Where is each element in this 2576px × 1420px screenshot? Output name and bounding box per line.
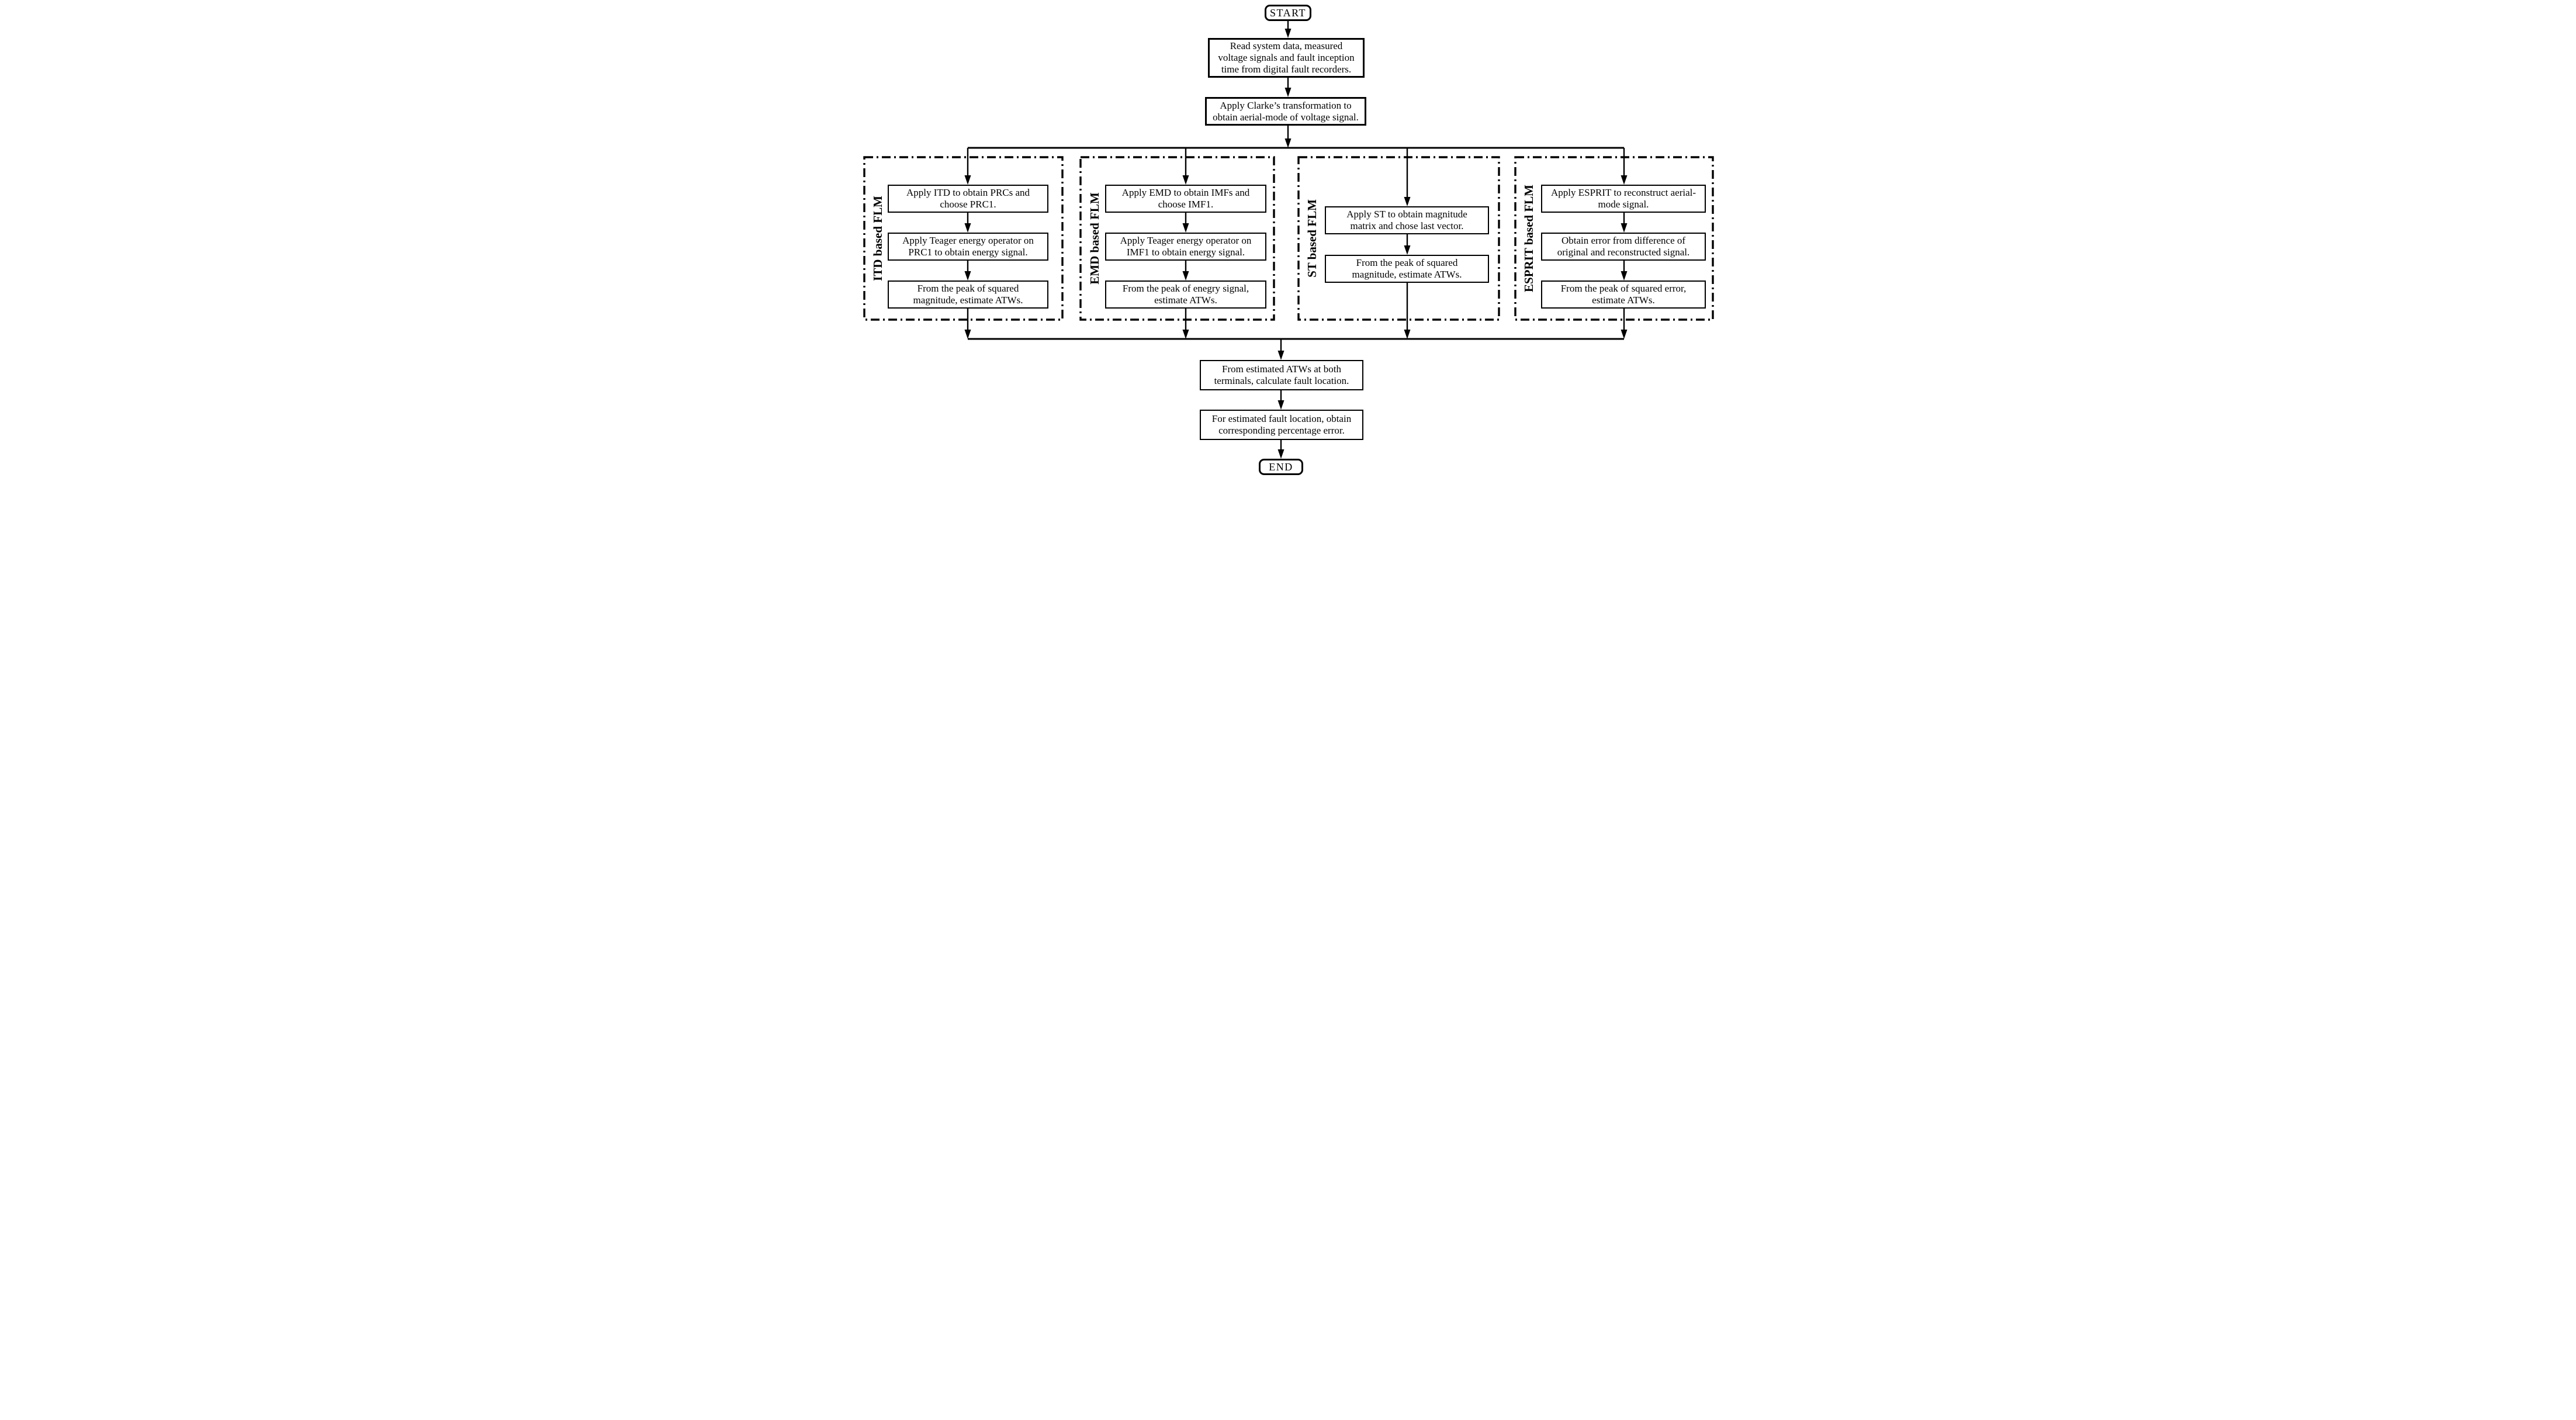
arrow-esprit-2-3 xyxy=(1621,261,1628,280)
emd-box-2: Apply Teager energy operator on IMF1 to … xyxy=(1105,233,1266,261)
arrow-emd-2-3 xyxy=(1182,261,1189,280)
emd-box-1: Apply EMD to obtain IMFs and choose IMF1… xyxy=(1105,185,1266,213)
arrow-itd-1-2 xyxy=(964,213,971,233)
arrow-fault-location-to-error xyxy=(1277,390,1284,410)
connector-layer xyxy=(863,20,1714,459)
itd-column-label: ITD based FLM xyxy=(870,196,885,281)
itd-box-1: Apply ITD to obtain PRCs and choose PRC1… xyxy=(888,185,1048,213)
st-column-label: ST based FLM xyxy=(1304,199,1319,278)
emd-box-3: From the peak of enegry signal, estimate… xyxy=(1105,280,1266,309)
st-box-2: From the peak of squared magnitude, esti… xyxy=(1325,255,1489,283)
flowchart-canvas: START END Read system data, measured vol… xyxy=(858,0,1718,479)
percentage-error-box: For estimated fault location, obtain cor… xyxy=(1200,410,1363,440)
start-terminal: START xyxy=(1265,5,1311,21)
arrow-esprit-1-2 xyxy=(1621,213,1628,233)
arrow-start-to-read xyxy=(1284,20,1292,38)
read-data-box: Read system data, measured voltage signa… xyxy=(1208,38,1365,78)
clarke-transformation-box: Apply Clarke’s transformation to obtain … xyxy=(1205,97,1366,126)
itd-box-2: Apply Teager energy operator on PRC1 to … xyxy=(888,233,1048,261)
emd-column-label: EMD based FLM xyxy=(1087,192,1102,285)
arrow-emd-to-merge xyxy=(1182,309,1189,339)
arrow-branch-to-esprit xyxy=(1621,148,1628,185)
itd-box-3: From the peak of squared magnitude, esti… xyxy=(888,280,1048,309)
arrow-esprit-to-merge xyxy=(1621,309,1628,339)
st-container-border xyxy=(1297,156,1500,321)
arrow-clarke-to-branch xyxy=(1284,126,1292,148)
arrow-branch-to-emd xyxy=(1182,148,1189,185)
arrow-itd-2-3 xyxy=(964,261,971,280)
arrow-branch-to-st xyxy=(1404,148,1411,206)
arrow-branch-to-itd xyxy=(964,148,971,185)
arrow-st-to-merge xyxy=(1404,283,1411,339)
esprit-container-border xyxy=(1514,156,1714,321)
arrow-read-to-clarke xyxy=(1284,78,1292,97)
itd-container-border xyxy=(863,156,1064,321)
esprit-column-label: ESPRIT based FLM xyxy=(1521,185,1536,292)
esprit-box-1: Apply ESPRIT to reconstruct aerial- mode… xyxy=(1541,185,1706,213)
arrow-emd-1-2 xyxy=(1182,213,1189,233)
arrow-error-to-end xyxy=(1277,440,1284,459)
end-terminal: END xyxy=(1259,459,1303,475)
arrow-st-1-2 xyxy=(1404,234,1411,255)
arrow-itd-to-merge xyxy=(964,309,971,339)
fault-location-box: From estimated ATWs at both terminals, c… xyxy=(1200,360,1363,390)
arrow-merge-to-fault-location xyxy=(1277,339,1284,360)
esprit-box-2: Obtain error from difference of original… xyxy=(1541,233,1706,261)
esprit-box-3: From the peak of squared error, estimate… xyxy=(1541,280,1706,309)
st-box-1: Apply ST to obtain magnitude matrix and … xyxy=(1325,206,1489,234)
